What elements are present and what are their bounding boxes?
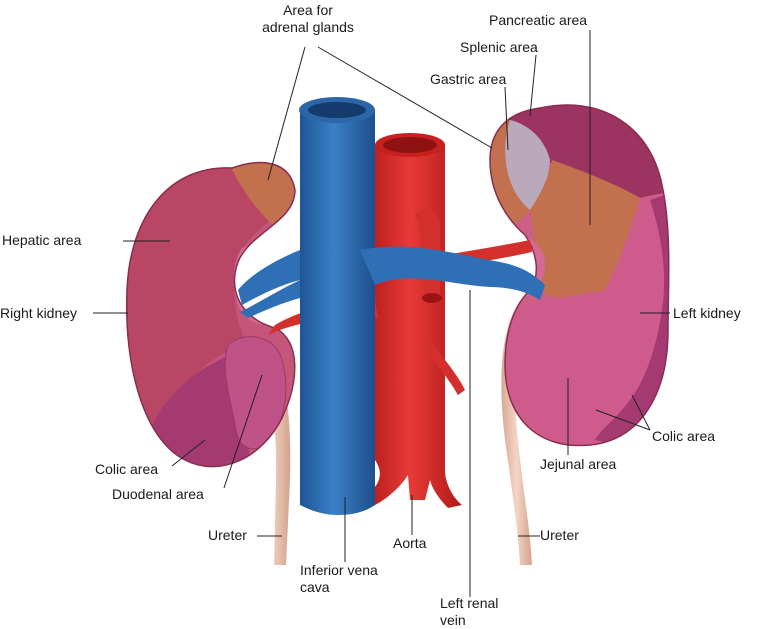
right-kidney-outline [125,161,296,468]
jejunal-area [500,190,669,446]
label-ivc-line1: Inferior vena [300,562,378,578]
label-ureter-left: Ureter [540,527,579,543]
label-lrv-line2: vein [440,612,466,628]
label-aorta: Aorta [393,535,427,551]
label-duodenal-area: Duodenal area [112,486,204,502]
label-gastric-area: Gastric area [430,71,507,87]
label-ureter-right: Ureter [208,527,247,543]
label-inferior-vena-cava: Inferior vena cava [300,562,378,596]
inferior-vena-cava-vessel [238,97,375,515]
hepatic-area [126,162,295,440]
label-area-for-adrenal-glands: Area for adrenal glands [248,2,368,36]
left-renal-vein-vessel [360,246,545,300]
label-lrv-line1: Left renal [440,595,499,611]
label-splenic-area: Splenic area [460,39,538,55]
label-ivc-line2: cava [300,579,330,595]
label-colic-area-right: Colic area [95,461,159,477]
leader-lines [93,30,670,597]
label-pancreatic-area: Pancreatic area [489,12,588,28]
label-colic-area-left: Colic area [652,428,716,444]
label-left-kidney: Left kidney [673,305,741,321]
label-adrenal-line2: adrenal glands [262,19,354,35]
label-right-kidney: Right kidney [0,305,78,321]
pancreatic-area [530,160,640,299]
label-hepatic-area: Hepatic area [2,232,82,248]
label-left-renal-vein: Left renal vein [440,595,498,629]
right-adrenal-area [228,162,295,228]
left-kidney-outline [489,104,670,447]
label-jejunal-area: Jejunal area [540,456,617,472]
label-adrenal-line1: Area for [283,2,333,18]
